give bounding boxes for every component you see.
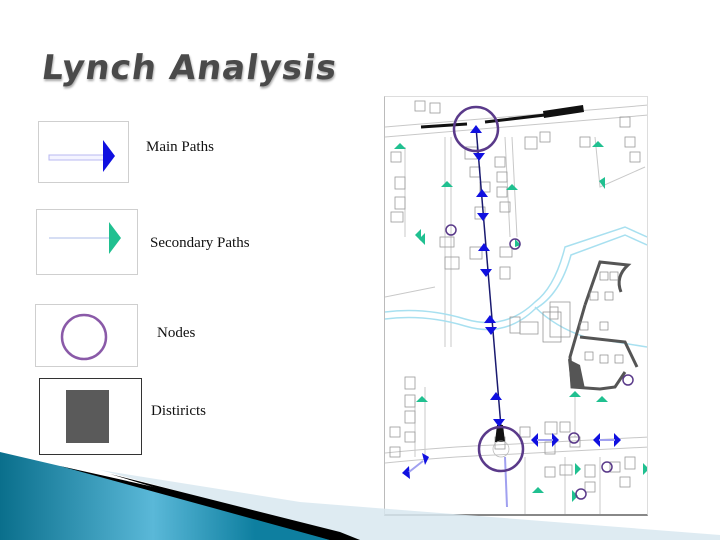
legend-secondary-paths-symbol xyxy=(36,209,138,275)
legend-districts-symbol xyxy=(39,378,142,455)
green-arrow-icon xyxy=(49,222,121,254)
gray-rectangle-icon xyxy=(66,390,109,443)
legend-main-paths-symbol xyxy=(38,121,129,183)
legend-label-main-paths: Main Paths xyxy=(146,139,214,155)
legend-label-districts: Distiricts xyxy=(151,403,206,419)
site-map xyxy=(384,96,648,516)
legend-label-secondary-paths: Secondary Paths xyxy=(150,235,250,251)
purple-circle-icon xyxy=(60,313,108,361)
site-plan-drawing xyxy=(385,100,647,514)
legend-nodes-symbol xyxy=(35,304,138,367)
slide-title: Lynch Analysis xyxy=(39,48,341,88)
legend-label-nodes: Nodes xyxy=(157,325,196,341)
blue-arrow-icon xyxy=(48,140,115,172)
decorative-swoosh xyxy=(0,452,720,540)
